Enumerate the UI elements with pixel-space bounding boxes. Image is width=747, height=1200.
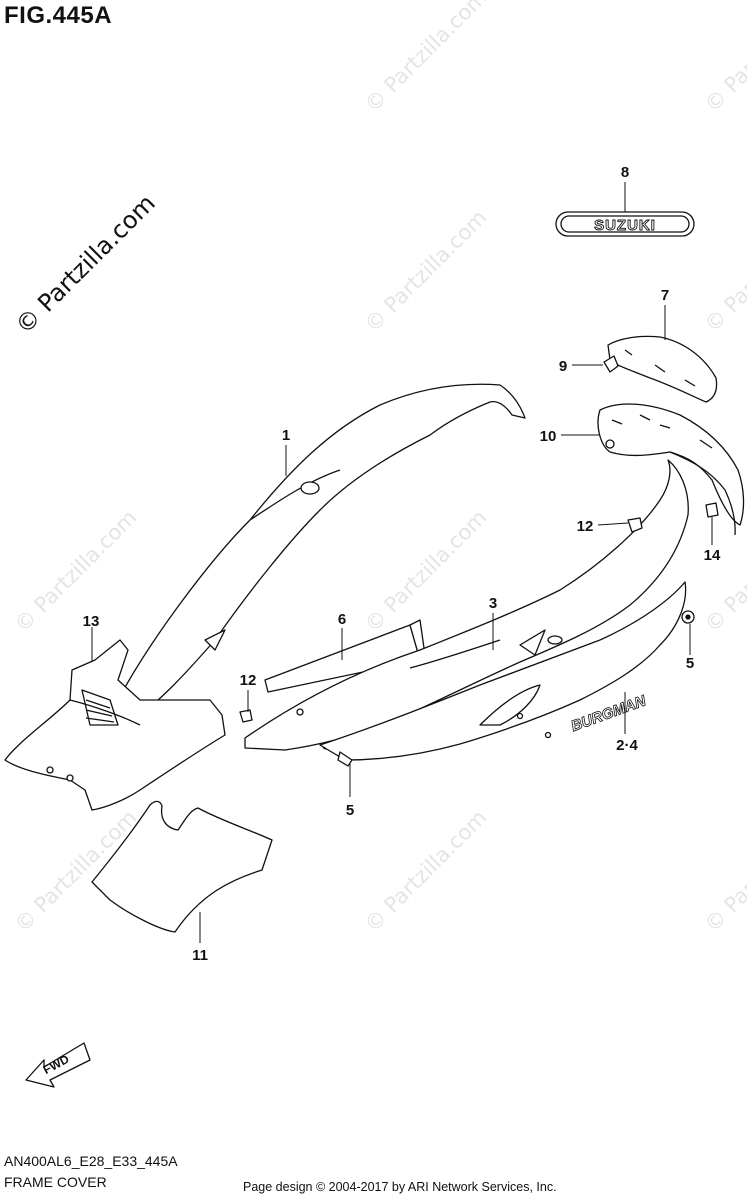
callout-12-lower: 12 [240, 672, 257, 689]
callout-1: 1 [282, 427, 290, 444]
callout-3: 3 [489, 595, 497, 612]
callout-6: 6 [338, 611, 346, 628]
page-credit: Page design © 2004-2017 by ARI Network S… [243, 1180, 557, 1194]
callout-10: 10 [540, 428, 557, 445]
callout-5-upper: 5 [686, 655, 694, 672]
part-14-clip[interactable] [705, 502, 719, 518]
part-5-screw-lower[interactable] [337, 751, 353, 767]
part-12-clip-lower[interactable] [239, 709, 253, 723]
part-2-4-side-cover[interactable] [319, 581, 687, 761]
part-12-clip-upper[interactable] [627, 517, 643, 533]
part-9-clip[interactable] [603, 355, 619, 373]
fwd-arrow-icon [25, 1042, 91, 1088]
callout-11: 11 [192, 947, 208, 964]
callout-2-4: 2·4 [616, 737, 638, 754]
callout-7: 7 [661, 287, 669, 304]
part-7-rear-cover[interactable] [607, 335, 718, 403]
callout-5-lower: 5 [346, 802, 354, 819]
figure-title: FIG.445A [4, 2, 113, 29]
part-13-front-cover[interactable] [4, 639, 226, 811]
callout-13: 13 [83, 613, 100, 630]
model-code: AN400AL6_E28_E33_445A [4, 1153, 178, 1169]
callout-8: 8 [621, 164, 629, 181]
part-11-lower-cover[interactable] [91, 800, 273, 933]
callout-14: 14 [704, 547, 721, 564]
callout-12-upper: 12 [577, 518, 594, 535]
suzuki-decal-text: SUZUKI [594, 217, 656, 234]
part-5-screw-upper[interactable] [681, 610, 695, 624]
part-10-rear-cover[interactable] [597, 403, 745, 536]
part-1-frame-cover[interactable] [117, 383, 526, 716]
leader-lines [91, 182, 713, 943]
part-8-suzuki-emblem[interactable] [555, 211, 695, 237]
callout-9: 9 [559, 358, 567, 375]
section-name: FRAME COVER [4, 1174, 107, 1190]
